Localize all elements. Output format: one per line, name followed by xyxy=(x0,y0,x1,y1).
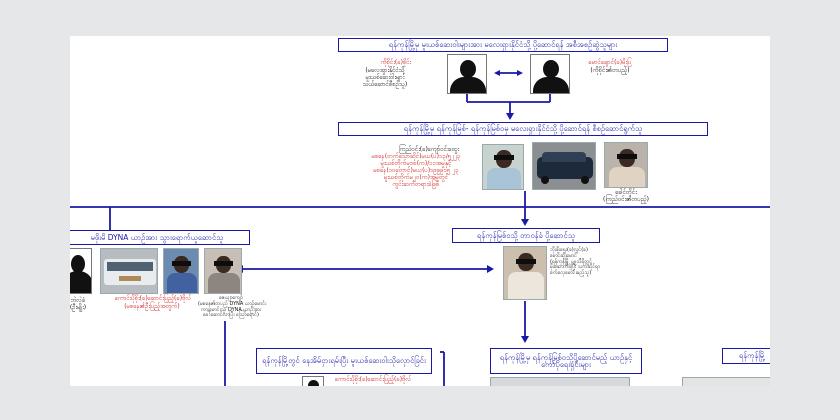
top-title-text: ရန်ကုန်မြို့မှ မူးယစ်ဆေးဝါးများအား မလေးရ… xyxy=(388,40,618,50)
bottom-right-photo xyxy=(682,377,770,386)
left-person-desc: (မလေးရှားနိုင်ငံသို့ မူးယစ်ဆေးဝါးများ သယ… xyxy=(362,67,408,88)
diagram-frame: ရန်ကုန်မြို့မှ မူးယစ်ဆေးဝါးများအား မလေးရ… xyxy=(70,36,770,386)
top-title-box: ရန်ကုန်မြို့မှ မူးယစ်ဆေးဝါးများအား မလေးရ… xyxy=(338,38,668,52)
house-storage-box: ရန်ကုန်မြို့တွင် နေအိမ်ငှားရမ်းပြီး မူးယ… xyxy=(256,348,432,374)
left-person-name: ကိုစိုင်း(ခ)စိုင်း xyxy=(380,59,412,66)
car-photo xyxy=(532,142,596,190)
organizer-name: ကြည်ဝင်း(ခ)ကျော်ဝင်းထွေး xyxy=(398,146,460,153)
dyna-pickup-text: မဖိုးမိ DYNA ယာဉ်အား သွားရောက်ယူဆောင်သူ xyxy=(90,232,224,242)
bottom-mid-photo xyxy=(490,377,630,386)
organizer-photo xyxy=(482,144,524,190)
organizer-title-box: ရန်ကုန်မြို့မှ ရန်ကုန်မြစ်- ရန်ကုန်မြစ်ဝ… xyxy=(338,122,708,136)
dyna-van-photo xyxy=(100,248,158,294)
bottom-left-silhouette xyxy=(302,376,324,386)
dyna-pickup-box: မဖိုးမိ DYNA ယာဉ်အား သွားရောက်ယူဆောင်သူ xyxy=(70,230,250,245)
right-person-desc: (ကိုစိုင်း၏တပည့်) xyxy=(590,67,630,74)
river-mouth-person-label: ဘိုးစိုးရေး(ခ)လွင်(ခ) မောင်ဆိုးမောင် (ရန… xyxy=(550,247,601,276)
silhouette-shoulders xyxy=(450,77,486,93)
silhouette-head xyxy=(460,60,476,78)
organizer-record: မစနေ(တက်သောဆိုင်)မယ(ပ)၁၃/၅၂၂၃ မူးယစ်တိုက… xyxy=(371,153,461,188)
house-storage-text: ရန်ကုန်မြို့တွင် နေအိမ်ငှားရမ်းပြီး မူးယ… xyxy=(262,356,426,366)
helper-photo xyxy=(604,142,648,188)
bottom-right-box: ရန်ကုန်မြို့ xyxy=(722,348,770,364)
dyna-person-photo-1 xyxy=(163,248,199,294)
left-person-silhouette xyxy=(447,54,487,94)
silhouette-shoulders xyxy=(533,77,569,93)
silhouette-head xyxy=(543,60,559,78)
dyna-person-photo-2 xyxy=(204,248,242,294)
organizer-title-text: ရန်ကုန်မြို့မှ ရန်ကုန်မြစ်- ရန်ကုန်မြစ်ဝ… xyxy=(403,124,643,134)
bottom-right-text: ရန်ကုန်မြို့ xyxy=(738,351,766,361)
river-mouth-box: ရန်ကုန်မြစ်ဝသို့ တာဝန်ခံ ပို့ဆောင်သူ xyxy=(452,228,600,243)
river-mouth-person-photo xyxy=(503,246,547,300)
unknown-person-silhouette xyxy=(70,248,92,294)
vehicle-corporation-text: ရန်ကုန်မြို့မှ ရန်ကုန်မြစ်ဝသို့ပို့ဆောင်… xyxy=(499,352,633,369)
unknown-person-label: ဘဲလဲခံ (ဦးမျိုး) xyxy=(70,297,87,311)
dyna-driver-label: ဇေယျာကျော် (မစနေ၏တပည့် DYNA ယာဉ်မောင်း က… xyxy=(198,295,267,319)
river-mouth-text: ရန်ကုန်မြစ်ဝသို့ တာဝန်ခံ ပို့ဆောင်သူ xyxy=(477,230,575,240)
bottom-left-red-label: ကောင်းပိုစိုး(ခ)ဆောင်းပြည့်(ခ)ဗိုလ် xyxy=(334,376,412,383)
dyna-red-label: ကောင်းပိုစိုး(ခ)ဆောင်းပြည့်(ခ)ဗိုလ် xyxy=(114,295,192,302)
helper-name: ခေါင်တိုင်း (ကြည်ဝင်း၏တပည့်) xyxy=(603,189,649,203)
vehicle-corporation-box: ရန်ကုန်မြို့မှ ရန်ကုန်မြစ်ဝသို့ပို့ဆောင်… xyxy=(490,348,642,374)
dyna-red-label-2: (မစနေ၏ဦးပြည့်အတွက်) xyxy=(124,303,180,310)
right-person-name: မောင်ချောင်(ခ)မိုးပြ xyxy=(588,59,632,66)
right-person-silhouette xyxy=(530,54,570,94)
